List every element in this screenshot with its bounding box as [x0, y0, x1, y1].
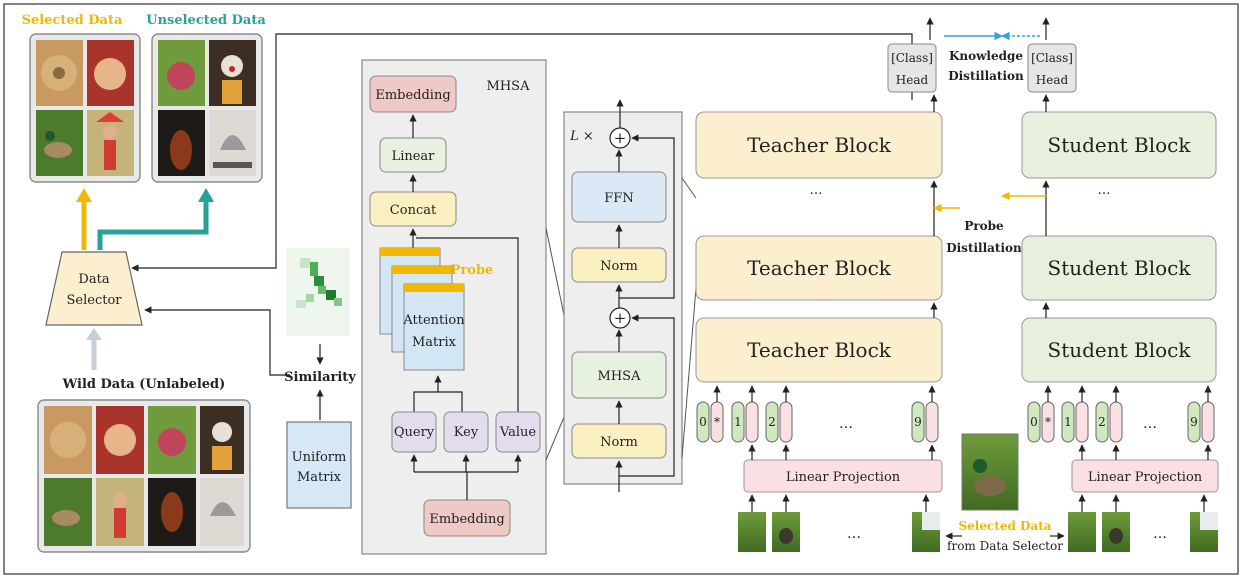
uniform-matrix — [286, 421, 352, 509]
query-box — [391, 411, 437, 453]
svg-text:…: … — [847, 526, 861, 542]
similarity-label: Similarity — [284, 370, 356, 385]
teacher-class-head — [887, 43, 937, 93]
selected-data-title: Selected Data — [22, 13, 123, 28]
attention-matrix-label-2: Matrix — [412, 335, 457, 350]
value-box — [495, 411, 541, 453]
teacher-block-top — [695, 111, 943, 179]
mhsa-panel-title: MHSA — [487, 79, 531, 94]
svg-text:0: 0 — [699, 415, 707, 429]
embedding-top-label: Embedding — [375, 88, 450, 103]
student-tokens: 0 * 1 2 … 9 — [1027, 401, 1215, 443]
svg-text:1: 1 — [1064, 415, 1072, 429]
block-repeat-label: L × — [569, 129, 594, 144]
probe-distillation-label-1: Probe — [964, 219, 1004, 233]
plus-top-label: + — [614, 129, 627, 147]
plus-bottom-label: + — [614, 309, 627, 327]
svg-text:*: * — [714, 415, 720, 429]
wild-data-title: Wild Data (Unlabeled) — [62, 377, 226, 392]
svg-text:9: 9 — [914, 415, 922, 429]
teacher-block-mid — [695, 235, 943, 301]
student-class-head — [1027, 43, 1077, 93]
teacher-head-label-2: Head — [896, 73, 929, 87]
teacher-patches: … — [738, 512, 940, 552]
knowledge-distillation-label-1: Knowledge — [949, 49, 1023, 63]
probe-distillation-label-2: Distillation — [946, 241, 1022, 255]
data-selector-label-2: Selector — [67, 293, 123, 308]
data-selector — [45, 251, 143, 326]
mhsa-label: MHSA — [598, 369, 642, 384]
student-ellipsis: … — [1098, 183, 1111, 198]
embedding-top — [369, 75, 457, 113]
svg-text:0: 0 — [1030, 415, 1038, 429]
selected-images — [29, 33, 141, 183]
selected-duck-image — [961, 433, 1019, 511]
student-head-label-1: [Class] — [1031, 51, 1073, 65]
teacher-block-mid-label: Teacher Block — [747, 256, 892, 280]
student-linear-projection — [1071, 459, 1219, 493]
attention-matrix-label-1: Attention — [402, 313, 465, 328]
norm-top-label: Norm — [600, 259, 638, 274]
wild-data-images — [37, 399, 251, 553]
student-linear-projection-label: Linear Projection — [1088, 470, 1203, 485]
teacher-linear-projection — [743, 459, 943, 493]
svg-text:9: 9 — [1190, 415, 1198, 429]
key-label: Key — [454, 425, 479, 440]
query-label: Query — [394, 425, 435, 440]
similarity-heatmap — [286, 248, 350, 336]
value-label: Value — [499, 425, 536, 440]
svg-text:1: 1 — [734, 415, 742, 429]
svg-text:…: … — [1153, 526, 1167, 542]
selected-data-from-selector-label-2: from Data Selector — [947, 539, 1063, 553]
residual-add-bottom — [609, 307, 631, 329]
student-patches: … — [1068, 512, 1218, 552]
student-block-bottom-label: Student Block — [1048, 338, 1192, 362]
data-selector-label-1: Data — [78, 272, 109, 287]
probe-label: Probe — [451, 263, 494, 278]
teacher-block-bottom-label: Teacher Block — [747, 338, 892, 362]
student-block-mid — [1021, 235, 1217, 301]
norm-bottom-label: Norm — [600, 435, 638, 450]
student-head-label-2: Head — [1036, 73, 1069, 87]
teacher-linear-projection-label: Linear Projection — [786, 470, 901, 485]
ffn-label: FFN — [604, 191, 633, 206]
unselected-arrow — [97, 200, 209, 250]
svg-text:2: 2 — [1098, 415, 1106, 429]
key-box — [443, 411, 489, 453]
linear-label: Linear — [392, 149, 436, 164]
embedding-bottom-label: Embedding — [429, 512, 504, 527]
teacher-head-label-1: [Class] — [891, 51, 933, 65]
student-block-bottom — [1021, 317, 1217, 383]
svg-text:*: * — [1045, 415, 1051, 429]
selected-data-from-selector-label-1: Selected Data — [958, 519, 1051, 533]
concat-label: Concat — [390, 203, 437, 218]
figure-frame — [3, 3, 1239, 575]
unselected-images — [151, 33, 263, 183]
svg-text:…: … — [1143, 416, 1157, 432]
teacher-block-bottom — [695, 317, 943, 383]
student-block-top — [1021, 111, 1217, 179]
unselected-data-title: Unselected Data — [146, 13, 266, 28]
teacher-tokens: 0 * 1 2 … 9 — [696, 401, 939, 443]
svg-text:2: 2 — [768, 415, 776, 429]
uniform-matrix-label-2: Matrix — [297, 470, 342, 485]
knowledge-distillation-label-2: Distillation — [948, 69, 1024, 83]
student-block-mid-label: Student Block — [1048, 256, 1192, 280]
uniform-matrix-label-1: Uniform — [292, 450, 347, 465]
teacher-ellipsis: … — [810, 183, 823, 198]
student-block-top-label: Student Block — [1048, 133, 1192, 157]
attention-matrix-stack — [379, 247, 465, 371]
teacher-block-top-label: Teacher Block — [747, 133, 892, 157]
svg-text:…: … — [839, 416, 853, 432]
